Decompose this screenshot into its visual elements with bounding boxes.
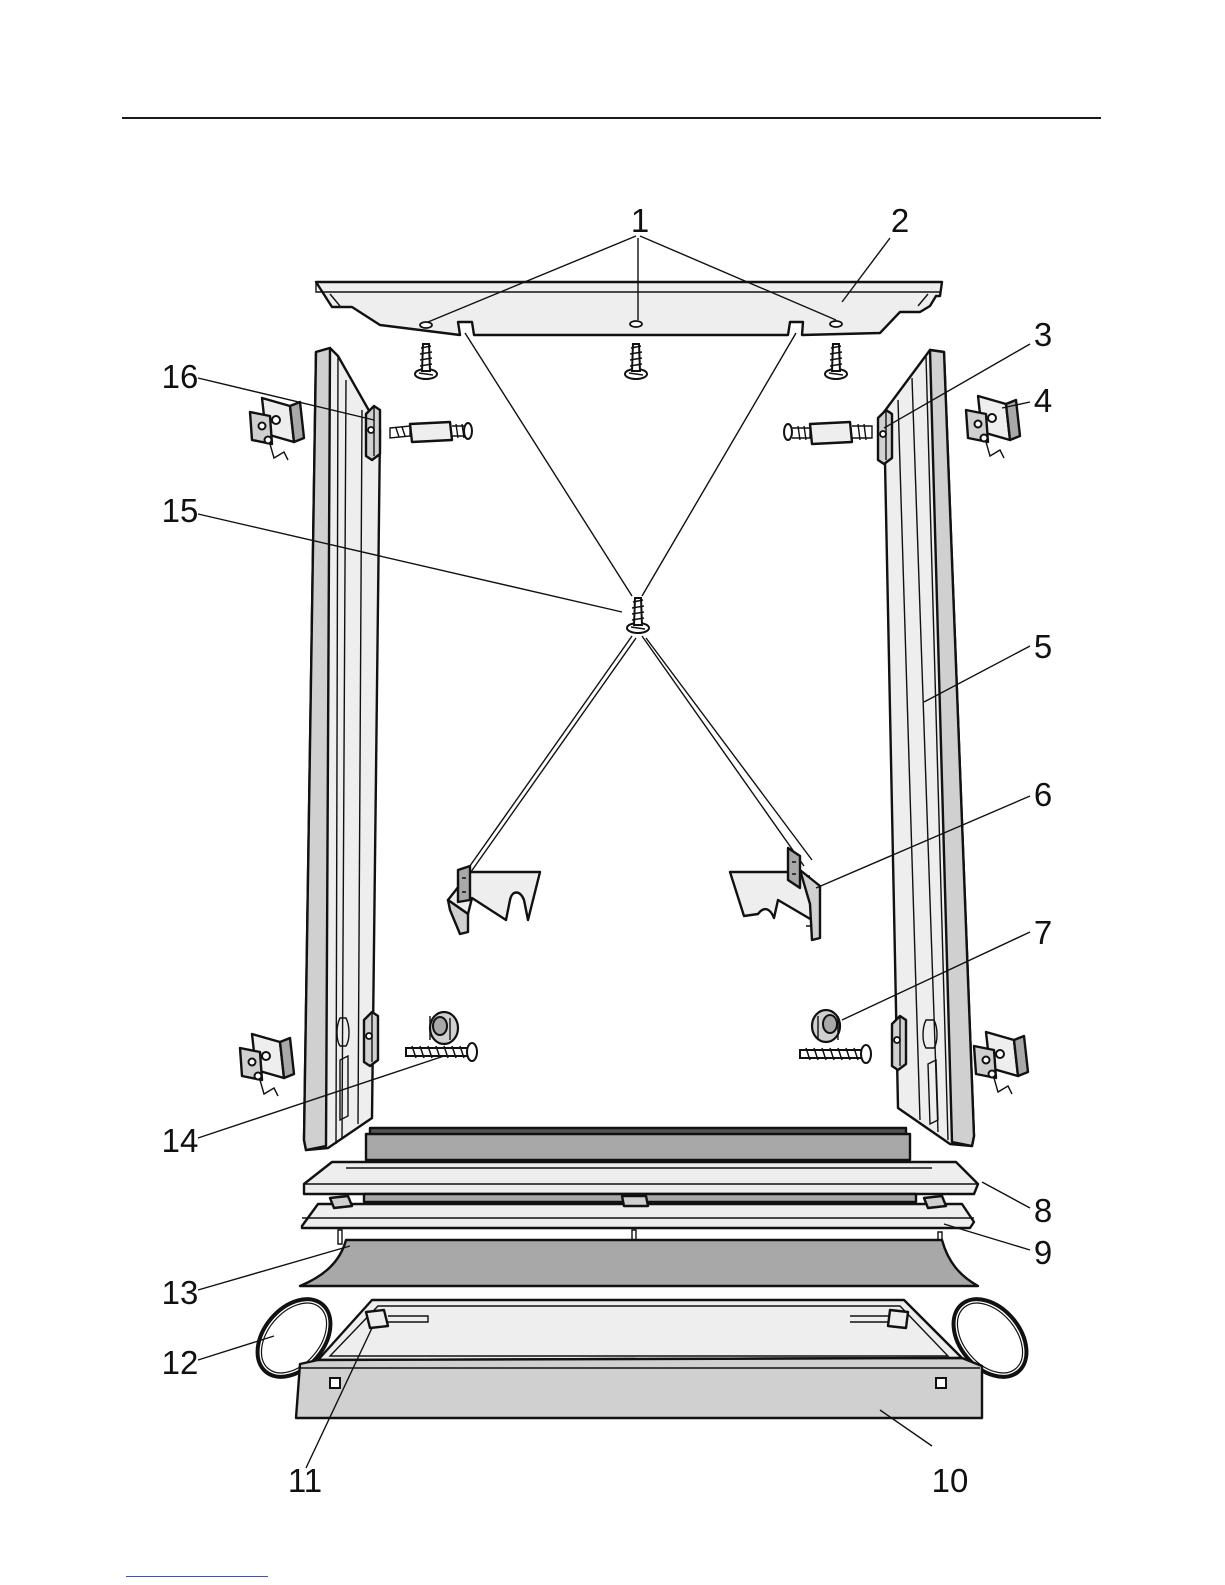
callout-5: 5 [1034,628,1052,665]
top-screw-right [825,344,847,379]
callout-1: 1 [631,202,649,239]
clip-lower-left [364,1012,378,1066]
callout-12: 12 [162,1344,199,1381]
connector-bolt-left [390,422,472,442]
top-screw-center [625,344,647,379]
callout-13: 13 [162,1274,199,1311]
callout-7: 7 [1034,914,1052,951]
callout-8: 8 [1034,1192,1052,1229]
callout-6: 6 [1034,776,1052,813]
center-screw [627,598,649,633]
wood-screw-left [406,1043,477,1061]
bracket-left [448,866,540,934]
clip-upper-right [878,410,892,464]
gasket-sheet [300,1240,978,1286]
grommet-right [812,1010,840,1042]
frame-bar [302,1194,974,1246]
top-screw-left [415,344,437,379]
callout-15: 15 [162,492,199,529]
hinge-lower-right [974,1032,1028,1094]
clip-lower-right [892,1016,906,1070]
top-panel [316,282,942,335]
callout-4: 4 [1034,382,1052,419]
callout-16: 16 [162,358,199,395]
hinge-upper-left [250,398,304,460]
callout-11: 11 [288,1462,322,1499]
grommet-left [430,1012,458,1044]
footer-link-underline[interactable] [126,1576,268,1577]
callout-9: 9 [1034,1234,1052,1271]
callout-14: 14 [162,1122,199,1159]
wood-screw-right [800,1045,871,1063]
callout-10: 10 [932,1462,969,1499]
bottom-tray [296,1300,982,1418]
clip-upper-left [366,406,380,460]
bracket-right [730,848,820,940]
callout-2: 2 [891,202,909,239]
base-plate [304,1128,978,1194]
connector-bolt-right [784,422,872,444]
callout-3: 3 [1034,316,1052,353]
hinge-lower-left [240,1034,294,1096]
